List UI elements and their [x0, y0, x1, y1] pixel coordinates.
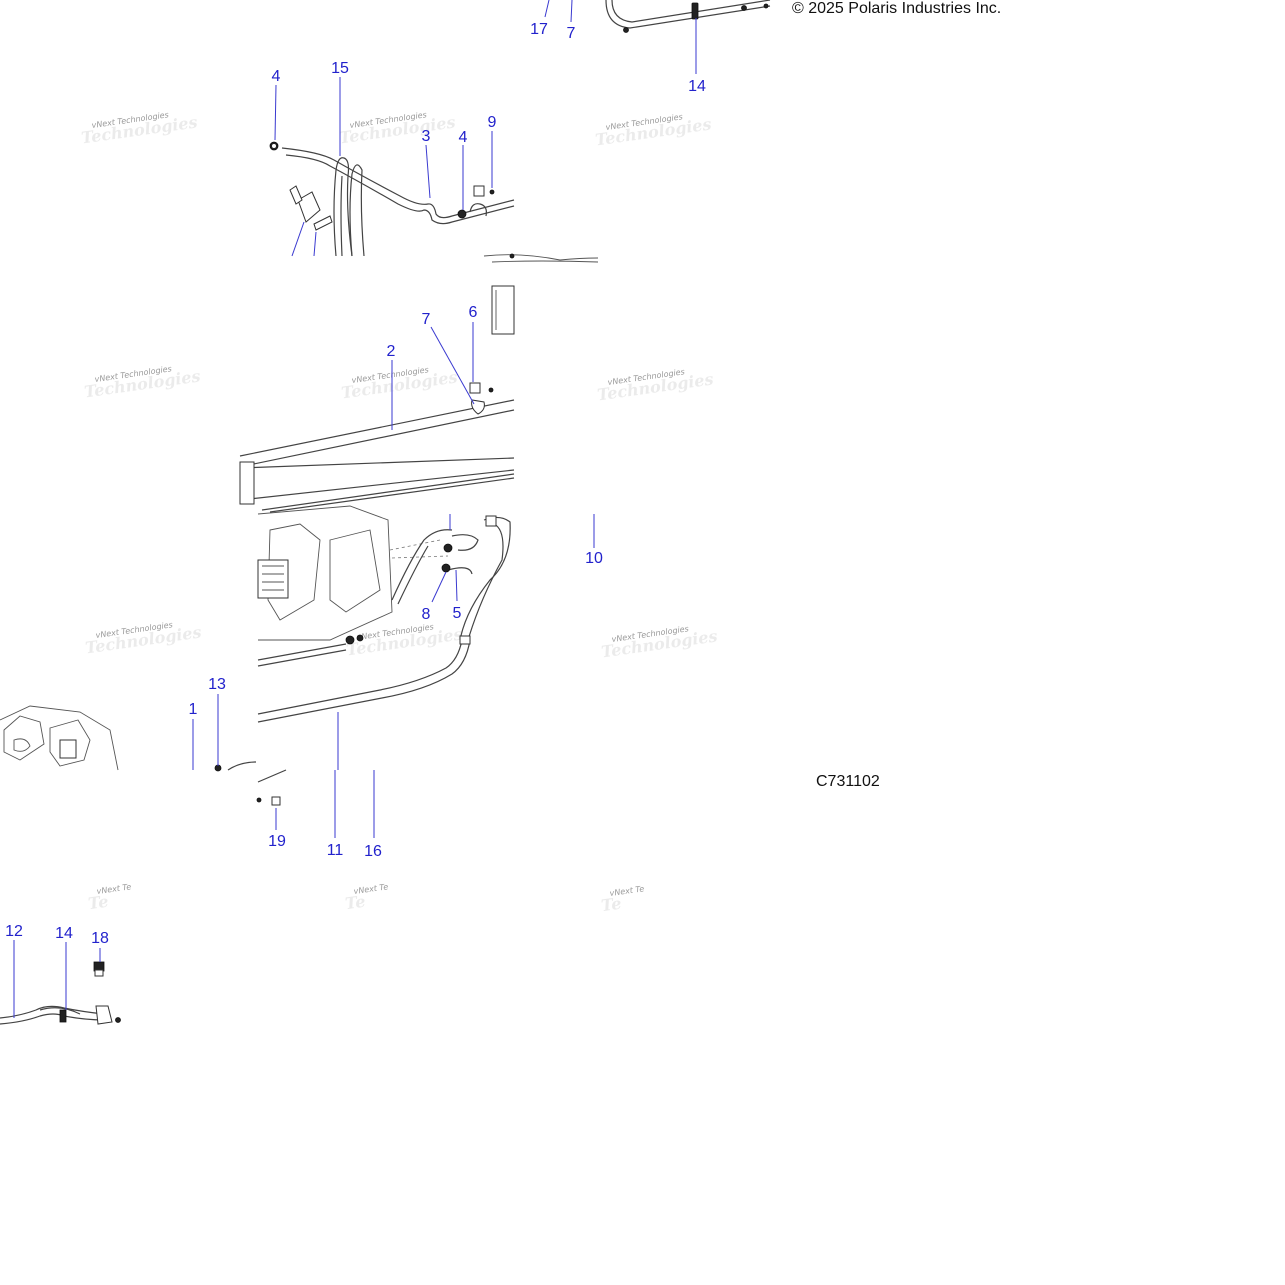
watermark-text: vNext Te [609, 884, 645, 898]
watermark: Technologies vNext Technologies [83, 364, 202, 401]
callout-1: 1 [189, 701, 198, 718]
callout-labels: 17 7 14 4 15 3 4 9 7 6 2 10 8 5 13 1 19 … [5, 21, 706, 947]
watermark-cut: Te vNext Te [344, 882, 389, 914]
watermark: Technologies vNext Technologies [340, 365, 459, 402]
lower-left-assembly [0, 705, 257, 772]
callout-17: 17 [530, 21, 548, 38]
callout-11: 11 [327, 842, 344, 859]
watermark: Technologies vNext Technologies [84, 620, 203, 657]
callout-14: 14 [688, 78, 706, 95]
callout-18: 18 [91, 930, 109, 947]
callout-7: 7 [567, 25, 576, 42]
callout-2: 2 [387, 343, 396, 360]
watermark-cut: Te vNext Te [87, 882, 132, 914]
watermark: Technologies vNext Technologies [596, 367, 715, 404]
callout-19: 19 [268, 833, 286, 850]
watermark: Technologies vNext Technologies [594, 112, 713, 149]
leader-lines [13, 0, 697, 1018]
bottom-assembly [256, 769, 287, 806]
callout-16: 16 [364, 843, 382, 860]
svg-text:Te: Te [344, 892, 367, 914]
callout-4: 4 [272, 68, 281, 85]
copyright-notice: © 2025 Polaris Industries Inc. [792, 0, 1002, 17]
callout-3: 3 [422, 128, 431, 145]
bottom-left-assembly [0, 961, 121, 1025]
callout-13: 13 [208, 676, 226, 693]
upper-assembly [269, 141, 515, 257]
watermark-text: vNext Te [96, 882, 132, 896]
top-rail-fragment [605, 0, 771, 33]
svg-text:Te: Te [87, 892, 110, 914]
watermark: Technologies vNext Technologies [338, 110, 457, 147]
callout-14: 14 [55, 925, 73, 942]
callout-15: 15 [331, 60, 349, 77]
callout-9: 9 [488, 114, 497, 131]
figure-id: C731102 [816, 773, 880, 790]
callout-4: 4 [459, 129, 468, 146]
callout-10: 10 [585, 550, 603, 567]
callout-7: 7 [422, 311, 431, 328]
svg-text:Te: Te [600, 894, 623, 916]
middle-assembly [239, 253, 599, 723]
callout-8: 8 [422, 606, 431, 623]
callout-5: 5 [453, 605, 462, 622]
watermark: Technologies vNext Technologies [80, 110, 199, 147]
callout-12: 12 [5, 923, 23, 940]
callout-6: 6 [469, 304, 478, 321]
watermark-cut: Te vNext Te [600, 884, 645, 916]
watermark-text: vNext Te [353, 882, 389, 896]
watermark: Technologies vNext Technologies [600, 624, 719, 661]
watermark-layer: Technologies vNext Technologies Technolo… [80, 110, 719, 916]
